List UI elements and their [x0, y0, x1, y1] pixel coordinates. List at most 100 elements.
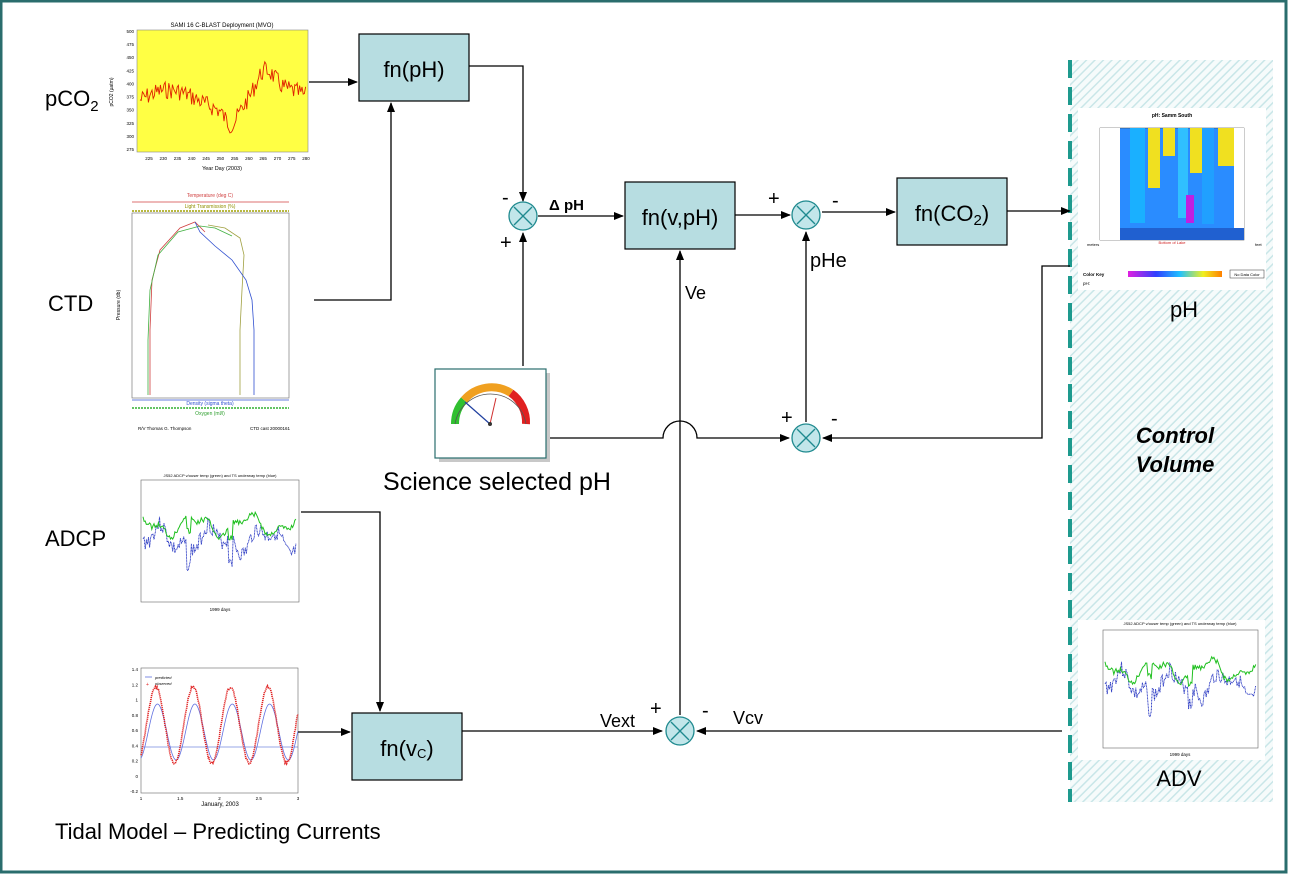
ctd-footer-left: R/V Thomas G. Thompson	[138, 426, 192, 431]
adcp-plot-xlabel: 1999 days	[210, 607, 232, 612]
ctd-bottom-axis-2: Oxygen (ml/l)	[195, 411, 225, 417]
ph-nodata-label: No Data Color	[1234, 272, 1260, 277]
pco2-xtick-4: 245	[202, 156, 210, 161]
fn-ph-block: fn(pH)	[358, 33, 470, 102]
pco2-xtick-3: 240	[188, 156, 196, 161]
ph-plot-units-right: feet	[1255, 242, 1263, 247]
tidal-observed-points	[140, 683, 299, 766]
ctd-transmission-curve	[207, 224, 245, 395]
tidal-model-label: Tidal Model – Predicting Currents	[55, 819, 381, 844]
ctd-oxygen-curve	[147, 225, 233, 395]
summing-junction-phe	[791, 200, 821, 230]
sign-plus-dph-bottom: +	[500, 232, 512, 254]
ctd-plot-thumbnail: Temperature (deg C) Light Transmission (…	[116, 193, 290, 431]
ctd-ylabel: Pressure (db)	[116, 290, 122, 321]
science-ph-gauge	[434, 368, 550, 462]
vcv-label: Vcv	[733, 708, 763, 728]
gauge-needle	[464, 401, 491, 425]
pco2-plot-ylabel: pCO2 (µatm)	[109, 77, 115, 106]
phe-label: pHe	[810, 250, 847, 272]
pco2-ytick-1: 475	[126, 42, 134, 47]
ctd-density-curve	[194, 221, 255, 395]
ph-output-thumbnail: pH: Samm South Bottom of Lake meters fee…	[1078, 108, 1266, 290]
tidal-legend-predicted: predicted	[154, 675, 172, 680]
pco2-ytick-4: 400	[126, 81, 134, 86]
tidal-xtick-4: 3	[297, 796, 300, 801]
pco2-xtick-5: 250	[217, 156, 225, 161]
adcp-plot-title: JS52 ADCP v/ouser temp (green) and TS un…	[163, 473, 277, 478]
science-ph-label: Science selected pH	[383, 468, 611, 496]
ctd-top-axis-1: Temperature (deg C)	[187, 193, 233, 199]
tidal-ytick-4: 0.6	[132, 728, 139, 733]
signal-lines	[298, 65, 1071, 736]
tidal-ytick-1: 1.2	[132, 682, 139, 687]
pco2-series-line	[139, 60, 307, 134]
fn-vc-label: fn(vC)	[380, 736, 433, 761]
adcp-blue-series	[142, 516, 297, 572]
summing-junction-error	[791, 423, 821, 453]
sign-minus-phe-right: -	[832, 190, 839, 212]
pco2-xtick-2: 235	[174, 156, 182, 161]
pco2-xtick-10: 275	[288, 156, 296, 161]
fn-vph-block: fn(v,pH)	[624, 181, 736, 250]
ph-color-key-label: Color Key	[1083, 272, 1105, 277]
sign-minus-dph-top: -	[502, 187, 509, 209]
pco2-xtick-9: 270	[274, 156, 282, 161]
sign-plus-phe-left: +	[768, 188, 780, 210]
adcp-input-label: ADCP	[45, 526, 106, 551]
pco2-xtick-0: 225	[145, 156, 153, 161]
tidal-xtick-0: 1	[140, 796, 143, 801]
pco2-xtick-1: 230	[160, 156, 168, 161]
ph-color-key-prefix: pH:	[1083, 281, 1090, 286]
tidal-ytick-5: 0.4	[132, 743, 139, 748]
svg-text:+: +	[146, 682, 149, 688]
tidal-xtick-2: 2	[218, 796, 221, 801]
adv-output-label: ADV	[1156, 766, 1202, 791]
pco2-ytick-5: 375	[126, 95, 134, 100]
pco2-plot-title: SAMI 16 C-BLAST Deployment (MVO)	[171, 23, 274, 29]
pco2-plot-thumbnail: SAMI 16 C-BLAST Deployment (MVO) Year Da…	[109, 23, 310, 172]
pco2-xtick-11: 280	[302, 156, 310, 161]
pco2-xtick-7: 260	[245, 156, 253, 161]
pco2-xtick-6: 255	[231, 156, 239, 161]
sign-plus-velocity-left: +	[650, 698, 662, 720]
tidal-ytick-3: 0.8	[132, 713, 139, 718]
fn-vc-block: fn(vC)	[351, 712, 463, 781]
sign-plus-error-left: +	[781, 407, 793, 429]
control-volume-label-2: Volume	[1136, 452, 1215, 477]
ph-color-key-bar	[1128, 271, 1222, 277]
ctd-top-axis-2: Light Transmission (%)	[185, 204, 236, 210]
control-volume-label-1: Control	[1136, 423, 1215, 448]
tidal-legend-observed: observed	[155, 681, 172, 686]
pco2-ytick-9: 275	[126, 147, 134, 152]
pco2-ytick-0: 500	[126, 29, 134, 34]
ph-plot-bottom-label: Bottom of Lake	[1159, 240, 1187, 245]
adv-plot-xlabel: 1999 days	[1170, 752, 1192, 757]
adv-blue-series	[1104, 661, 1257, 718]
adcp-plot-thumbnail: JS52 ADCP v/ouser temp (green) and TS un…	[140, 473, 300, 612]
ctd-input-label: CTD	[48, 291, 93, 316]
tidal-plot-xlabel: January, 2003	[201, 802, 239, 808]
ctd-footer-right: CTD cast 20000161	[250, 426, 291, 431]
tidal-ytick-8: -0.2	[130, 789, 138, 794]
ph-output-label: pH	[1170, 297, 1198, 322]
vext-label: Vext	[600, 711, 635, 731]
pco2-ytick-6: 350	[126, 108, 134, 113]
tidal-ytick-6: 0.2	[132, 759, 139, 764]
gauge-setpoint	[489, 397, 497, 425]
pco2-ytick-7: 325	[126, 121, 134, 126]
pco2-xtick-8: 265	[259, 156, 267, 161]
delta-ph-label: Δ pH	[549, 197, 584, 214]
pco2-ytick-8: 300	[126, 134, 134, 139]
ph-plot-title: pH: Samm South	[1152, 113, 1192, 119]
pco2-plot-xlabel: Year Day (2003)	[202, 166, 242, 172]
sign-minus-velocity-right: -	[702, 700, 709, 722]
tidal-xtick-3: 2.5	[256, 796, 263, 801]
tidal-ytick-2: 1	[135, 698, 138, 703]
summing-junction-velocity	[665, 716, 695, 746]
adcp-green-series	[142, 510, 297, 541]
fn-ph-label: fn(pH)	[383, 57, 444, 82]
